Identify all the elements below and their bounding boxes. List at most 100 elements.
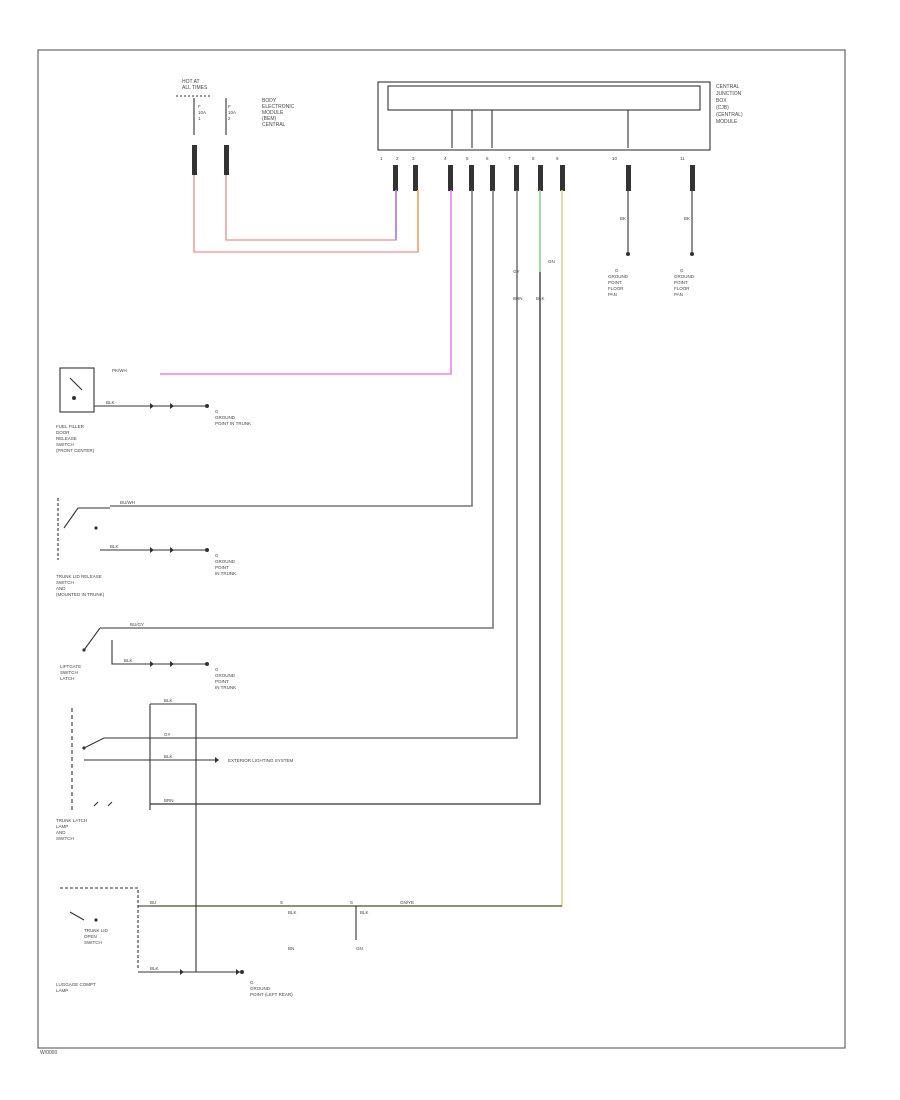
fuse-leads bbox=[193, 98, 227, 135]
c2-wire-bot: BLK bbox=[110, 544, 119, 549]
c4-label-2: LAMP bbox=[56, 824, 68, 829]
c5-right-wire: GN/YE bbox=[400, 900, 414, 905]
c5-sw-label-2: OPEN bbox=[84, 934, 97, 939]
component-luggage-lamp: BU BLK S S BLK BLK BN GN GN/YE G GROUND … bbox=[56, 887, 562, 997]
wire-pink bbox=[160, 190, 452, 375]
c4-contact bbox=[82, 746, 86, 750]
c5-body-edge bbox=[60, 887, 139, 970]
fuse-block-name-2: ELECTRONIC bbox=[262, 104, 295, 110]
component-trunk-latch: BLK GY BLK BRN EXTERIOR LIGHTING SYSTEM … bbox=[56, 698, 294, 972]
module-pin-1: 1 bbox=[380, 156, 383, 161]
wire-gray-2 bbox=[122, 190, 494, 629]
c3-wire-bot: BLK bbox=[124, 658, 133, 663]
c2-switch-arm bbox=[63, 507, 110, 529]
module-pin-11: 11 bbox=[680, 156, 685, 161]
c5-sw-label-3: SWITCH bbox=[84, 940, 102, 945]
fuse-block-name-5: CENTRAL bbox=[262, 122, 286, 128]
fuse-b-3: 2 bbox=[228, 116, 231, 121]
module-internal-lines bbox=[451, 110, 629, 148]
c3-label-1: LIFTGATE bbox=[60, 664, 81, 669]
fuse-a-connector bbox=[192, 145, 197, 175]
c3-ground-2: GROUND bbox=[215, 673, 236, 678]
ground-1-line4: FLOOR bbox=[608, 286, 624, 291]
module-pin-5: 5 bbox=[466, 156, 469, 161]
fuse-block-name-4: (BEM) bbox=[262, 116, 277, 122]
c5-sub-1: BN bbox=[288, 946, 294, 951]
ground-1-line5: PAN bbox=[608, 292, 617, 297]
fuse-block: HOT AT ALL TIMES F 10A 1 F 10A 2 BODY EL… bbox=[176, 79, 295, 175]
c3-ground-3: POINT bbox=[215, 679, 229, 684]
c1-label-5: (FRONT CENTER) bbox=[56, 448, 95, 453]
module-name-5: (CENTRAL) bbox=[716, 112, 743, 118]
module-conn-5 bbox=[490, 165, 495, 191]
c4-switch-arm bbox=[83, 737, 150, 749]
module-name-4: (CJB) bbox=[716, 105, 729, 111]
c5-ground-1: G bbox=[250, 980, 254, 985]
c1-label-1: FUEL FILLER bbox=[56, 424, 85, 429]
c1-wire-top: PK/WH bbox=[112, 368, 127, 373]
ground-2-line1: G bbox=[680, 268, 684, 273]
c1-label-4: SWITCH bbox=[56, 442, 74, 447]
c4-ext-arrow bbox=[215, 757, 219, 763]
c1-ground-3: POINT IN TRUNK bbox=[215, 421, 251, 426]
fuse-b-connector bbox=[224, 145, 229, 175]
module-conn-4 bbox=[469, 165, 474, 191]
c2-label-1: TRUNK LID RELEASE bbox=[56, 574, 102, 579]
module-conn-9 bbox=[626, 165, 631, 191]
module-conn-2 bbox=[413, 165, 418, 191]
wire-label-blk: BLK bbox=[536, 296, 545, 301]
c3-label-3: LATCH bbox=[60, 676, 74, 681]
wire-gray-1 bbox=[110, 190, 473, 507]
c4-label-3: AND bbox=[56, 830, 66, 835]
c5-contact bbox=[94, 918, 98, 922]
c2-label-4: (MOUNTED IN TRUNK) bbox=[56, 592, 105, 597]
module-name-1: CENTRAL bbox=[716, 84, 740, 90]
c1-ground-1: G bbox=[215, 409, 219, 414]
c5-splice-1: S bbox=[280, 900, 283, 905]
module-name-6: MODULE bbox=[716, 119, 738, 125]
wire-label-brn: BRN bbox=[513, 296, 523, 301]
fuse-a-3: 1 bbox=[198, 116, 201, 121]
fuse-block-label-1: HOT AT bbox=[182, 79, 200, 85]
c2-ground-4: IN TRUNK bbox=[215, 571, 236, 576]
module-pin-8: 8 bbox=[532, 156, 535, 161]
module-pin-2: 2 bbox=[396, 156, 399, 161]
c1-wire-bot: BLK bbox=[106, 400, 115, 405]
ground-1-line3: POINT bbox=[608, 280, 622, 285]
c5-sub-2: GN bbox=[356, 946, 363, 951]
c4-lamp-mark bbox=[93, 801, 113, 807]
component-trunk-release-switch: BU/WH BLK G GROUND POINT IN TRUNK TRUNK … bbox=[56, 498, 236, 597]
c4-label-4: SWITCH bbox=[56, 836, 74, 841]
c3-ground-dot bbox=[205, 662, 209, 666]
module-conn-7 bbox=[538, 165, 543, 191]
module-pin-6: 6 bbox=[486, 156, 489, 161]
c1-ground-dot bbox=[205, 404, 209, 408]
c2-wire-top: BU/WH bbox=[120, 500, 135, 505]
module-pin-10: 10 bbox=[612, 156, 618, 161]
c1-switch-arm bbox=[69, 377, 83, 391]
diagram-frame bbox=[37, 49, 846, 1049]
c2-ground-dot bbox=[205, 548, 209, 552]
module-pin-9: 9 bbox=[556, 156, 559, 161]
c3-ground-1: G bbox=[215, 667, 219, 672]
c2-ground-2: GROUND bbox=[215, 559, 236, 564]
fuse-a-2: 10A bbox=[198, 110, 206, 115]
wire-label-bk-2: BK bbox=[684, 216, 690, 221]
c5-switch-arm bbox=[69, 911, 85, 921]
wire-yellow bbox=[150, 190, 563, 907]
c5-splice-2: S bbox=[350, 900, 353, 905]
ground-2: G GROUND POINT FLOOR PAN bbox=[674, 252, 695, 297]
c3-label-2: SWITCH bbox=[60, 670, 78, 675]
c5-wire-bot: BLK bbox=[150, 966, 159, 971]
module-pin-7: 7 bbox=[508, 156, 511, 161]
fuse-block-name-3: MODULE bbox=[262, 110, 284, 116]
c4-wire-1: BLK bbox=[164, 698, 173, 703]
c1-contact bbox=[72, 396, 76, 400]
c5-splice-wire-2: BLK bbox=[360, 910, 369, 915]
c5-ground-3: POINT (LEFT REAR) bbox=[250, 992, 293, 997]
c4-wire-3: BLK bbox=[164, 754, 173, 759]
c4-label-1: TRUNK LATCH bbox=[56, 818, 87, 823]
fuse-block-name-1: BODY bbox=[262, 98, 277, 104]
wire-label-bk-1: BK bbox=[620, 216, 626, 221]
